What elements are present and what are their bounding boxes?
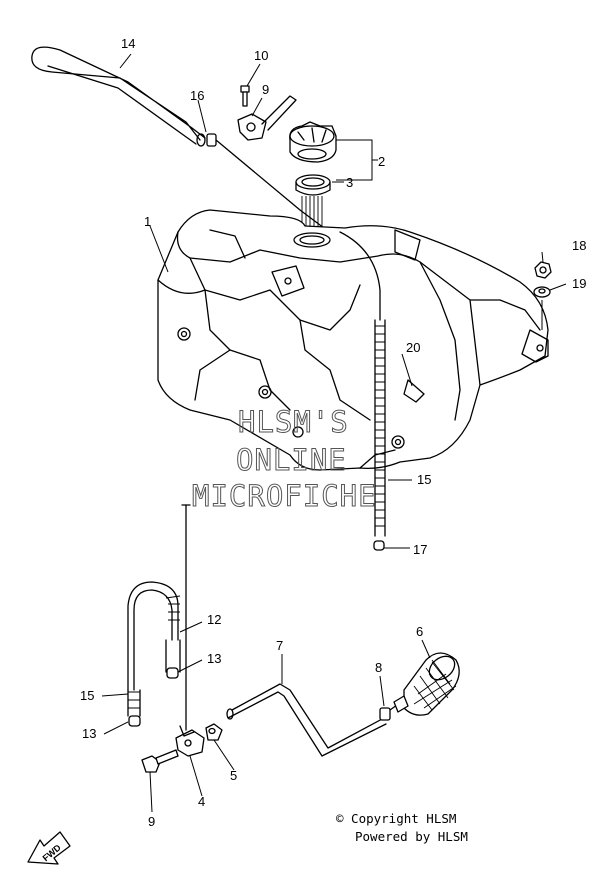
callout-12: 12 — [207, 612, 221, 627]
clip-8 — [379, 707, 391, 721]
callout-5: 5 — [230, 768, 237, 783]
fuel-cock-4 — [175, 725, 205, 757]
callout-2: 2 — [378, 154, 385, 169]
breather-hose-15 — [31, 46, 206, 147]
filler-strainer — [301, 196, 323, 236]
nut-19 — [534, 261, 552, 279]
callout-8: 8 — [375, 660, 382, 675]
watermark-line-3: MICROFICHE — [192, 479, 377, 513]
nipple-5 — [205, 723, 223, 741]
callout-14: 15 — [80, 688, 94, 703]
clip-13-lower — [128, 715, 141, 727]
fuel-hose-12-14 — [127, 581, 181, 717]
overflow-hose-16 — [339, 231, 386, 537]
callout-15: 14 — [121, 36, 135, 51]
watermark: HLSM'S ONLINE MICROFICHE — [192, 405, 377, 514]
bracket-10 — [237, 95, 297, 141]
fuel-pipe-7 — [226, 683, 387, 757]
callout-21: 20 — [406, 340, 420, 355]
gasket-3 — [295, 174, 331, 196]
callout-3: 3 — [346, 175, 353, 190]
bolt-9 — [141, 749, 179, 773]
callout-20: 19 — [572, 276, 586, 291]
leader-lines — [101, 53, 567, 813]
callout-9: 9 — [148, 814, 155, 829]
copyright-line-2: Powered by HLSM — [355, 829, 468, 844]
callout-18: 17 — [413, 542, 427, 557]
fwd-arrow-icon: FWD — [27, 831, 71, 865]
callout-19: 18 — [572, 238, 586, 253]
callout-1: 1 — [144, 214, 151, 229]
callout-13-lower: 13 — [82, 726, 96, 741]
callout-4: 4 — [198, 794, 205, 809]
callout-10: 9 — [262, 82, 269, 97]
washer-20 — [533, 286, 551, 298]
watermark-line-1: HLSM'S — [238, 405, 349, 439]
watermark-line-2: ONLINE — [236, 443, 347, 477]
callout-6: 6 — [416, 624, 423, 639]
callout-16: 15 — [417, 472, 431, 487]
callout-7: 7 — [276, 638, 283, 653]
callout-13-upper: 13 — [207, 651, 221, 666]
copyright-line-1: © Copyright HLSM — [336, 811, 457, 826]
fuel-line-guide — [181, 504, 191, 731]
fuel-filter-6 — [389, 652, 460, 716]
callout-17: 16 — [190, 88, 204, 103]
bolt-11 — [240, 85, 250, 107]
clip-18 — [373, 540, 385, 551]
filler-cap-2 — [289, 121, 337, 163]
callout-numbers: 14 16 10 9 2 3 1 20 15 17 18 19 12 13 15… — [80, 36, 586, 829]
callout-11: 10 — [254, 48, 268, 63]
fuel-tank-1 — [157, 209, 549, 471]
clip-13-upper — [166, 667, 179, 679]
